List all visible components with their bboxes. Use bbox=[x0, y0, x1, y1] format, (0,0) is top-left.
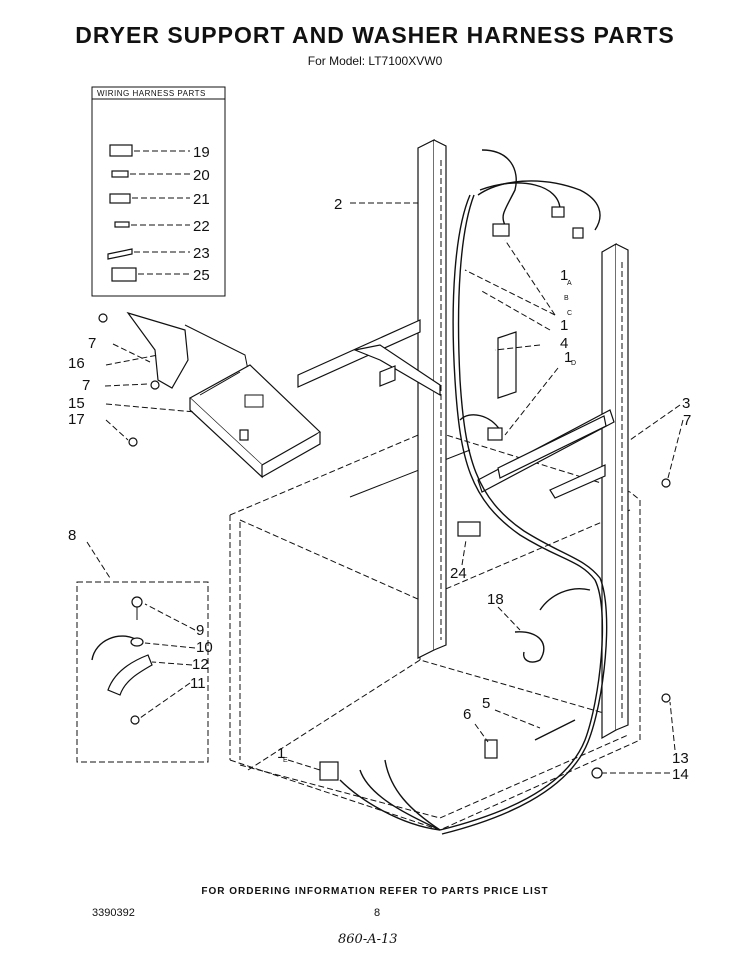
right-vertical-support bbox=[601, 242, 629, 740]
callout-16: 16 bbox=[68, 355, 85, 372]
label-21: 21 bbox=[193, 191, 210, 208]
document-number: 3390392 bbox=[92, 907, 135, 919]
callout-1e: E bbox=[283, 757, 288, 764]
callout-8: 8 bbox=[68, 527, 76, 544]
wire-10 bbox=[91, 635, 138, 661]
wire-18 bbox=[514, 631, 545, 663]
nut-14 bbox=[591, 767, 603, 779]
ground-wire-kit-inset bbox=[76, 581, 209, 763]
callout-1-mid: 1 bbox=[560, 317, 568, 334]
label-19: 19 bbox=[193, 144, 210, 161]
callout-10: 10 bbox=[196, 639, 213, 656]
callout-1b: B bbox=[564, 295, 569, 302]
inset-title: WIRING HARNESS PARTS bbox=[97, 89, 206, 98]
harness-part-21 bbox=[109, 193, 131, 204]
connector-1b bbox=[551, 206, 565, 218]
callout-11: 11 bbox=[190, 675, 206, 692]
callout-5: 5 bbox=[482, 695, 490, 712]
left-vertical-support bbox=[417, 139, 447, 659]
harness-part-22 bbox=[114, 221, 130, 228]
callout-3: 3 bbox=[682, 395, 690, 412]
part-5 bbox=[534, 719, 576, 741]
callout-4: 4 bbox=[560, 335, 568, 352]
screw-9 bbox=[131, 596, 143, 608]
callout-7-lower: 7 bbox=[82, 377, 90, 394]
part-24 bbox=[457, 521, 481, 537]
page-number: 8 bbox=[374, 907, 381, 919]
harness-part-20 bbox=[111, 170, 129, 178]
wire-harness bbox=[319, 149, 671, 835]
callout-15: 15 bbox=[68, 395, 85, 412]
clip-12 bbox=[107, 654, 153, 696]
callout-1a: A bbox=[567, 280, 572, 287]
wiring-harness-inset: WIRING HARNESS PARTS 19 20 21 22 23 25 bbox=[91, 86, 226, 297]
connector-1d bbox=[487, 427, 503, 441]
screw-7-right bbox=[661, 478, 671, 488]
harness-part-25 bbox=[111, 267, 137, 282]
screw-7-upper bbox=[98, 313, 108, 323]
callout-17: 17 bbox=[68, 411, 85, 428]
callout-1d: D bbox=[571, 360, 576, 367]
cross-braces bbox=[297, 319, 615, 499]
page-title: DRYER SUPPORT AND WASHER HARNESS PARTS bbox=[75, 22, 675, 48]
connector-1c bbox=[572, 227, 584, 239]
model-number: For Model: LT7100XVW0 bbox=[307, 54, 443, 68]
label-22: 22 bbox=[193, 218, 210, 235]
nut-11 bbox=[130, 715, 140, 725]
callout-9: 9 bbox=[196, 622, 204, 639]
harness-part-19 bbox=[109, 144, 133, 157]
screw-7-lower bbox=[150, 380, 160, 390]
label-23: 23 bbox=[193, 245, 210, 262]
callout-24: 24 bbox=[450, 565, 467, 582]
part-6 bbox=[484, 739, 498, 759]
callout-2: 2 bbox=[334, 196, 342, 213]
callout-labels: 2 1 A B C 1 4 1 D 3 7 7 16 7 15 17 8 9 1… bbox=[68, 196, 691, 783]
screw-17 bbox=[128, 437, 138, 447]
callout-1-top: 1 bbox=[560, 267, 568, 284]
harness-part-23 bbox=[107, 248, 133, 260]
connector-1a bbox=[492, 223, 510, 237]
label-20: 20 bbox=[193, 167, 210, 184]
callout-18: 18 bbox=[487, 591, 504, 608]
callout-13: 13 bbox=[672, 750, 689, 767]
callout-7-upper: 7 bbox=[88, 335, 96, 352]
callout-14: 14 bbox=[672, 766, 689, 783]
leader-lines bbox=[86, 202, 684, 774]
control-bracket-assembly bbox=[98, 311, 321, 479]
ordering-note: FOR ORDERING INFORMATION REFER TO PARTS … bbox=[201, 886, 549, 897]
callout-7-right: 7 bbox=[683, 412, 691, 429]
screw-13 bbox=[661, 693, 671, 703]
callout-1c: C bbox=[567, 310, 572, 317]
callout-12: 12 bbox=[192, 656, 209, 673]
callout-6: 6 bbox=[463, 706, 471, 723]
connector-1e bbox=[319, 761, 339, 781]
handwritten-note: 860-A-13 bbox=[338, 932, 398, 947]
callout-1-e: 1 bbox=[277, 745, 285, 762]
label-25: 25 bbox=[193, 267, 210, 284]
callout-1-d: 1 bbox=[564, 349, 572, 366]
